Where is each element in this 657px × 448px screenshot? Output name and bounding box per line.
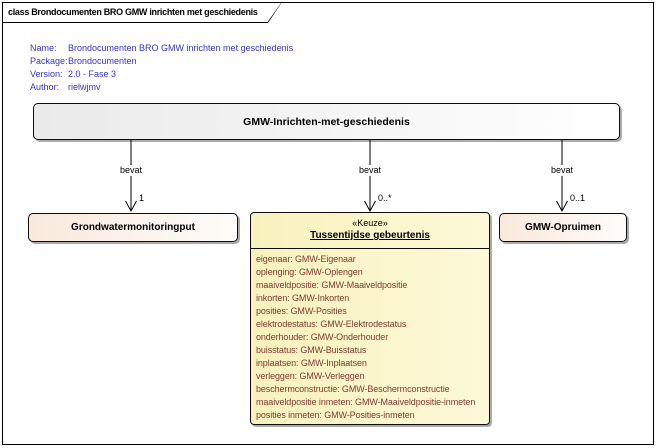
attribute-row: eigenaar: GMW-Eigenaar [256, 254, 356, 264]
attribute-row: elektrodestatus: GMW-Elektrodestatus [256, 319, 407, 329]
choice-header: «Keuze» Tussentijdse gebeurtenis [251, 213, 489, 249]
attribute-row: maaiveldpositie: GMW-Maaiveldpositie [256, 280, 408, 290]
attribute-row: buisstatus: GMW-Buisstatus [256, 345, 367, 355]
attribute-row: beschermconstructie: GMW-Beschermconstru… [256, 384, 450, 394]
connector-label-middle: bevat [356, 165, 384, 176]
class-gmw-opruimen[interactable]: GMW-Opruimen [499, 213, 627, 242]
metadata-label: Name: [30, 43, 57, 53]
attribute-row: posities: GMW-Posities [256, 306, 347, 316]
open-arrowhead-icon [556, 200, 568, 212]
stereotype-label: «Keuze» [352, 218, 388, 228]
attribute-row: oplenging: GMW-Oplengen [256, 267, 363, 277]
attribute-row: verleggen: GMW-Verleggen [256, 371, 365, 381]
class-grondwatermonitoringput[interactable]: Grondwatermonitoringput [28, 213, 238, 242]
attribute-row: maaiveldpositie inmeten: GMW-Maaiveldpos… [256, 397, 476, 407]
open-arrowhead-icon [125, 200, 137, 212]
attribute-row: inplaatsen: GMW-Inplaatsen [256, 358, 367, 368]
frame-tab: class Brondocumenten BRO GMW inrichten m… [2, 2, 282, 23]
metadata-label: Version: [30, 69, 63, 79]
metadata-row-package: Package: Brondocumenten [30, 55, 293, 68]
metadata-value: Brondocumenten BRO GMW inrichten met ges… [68, 43, 294, 53]
class-tussentijdse-gebeurtenis[interactable]: «Keuze» Tussentijdse gebeurtenis eigenaa… [250, 212, 490, 425]
attribute-row: onderhouder: GMW-Onderhouder [256, 332, 389, 342]
metadata-value: rielwjmv [68, 82, 101, 92]
frame-title: class Brondocumenten BRO GMW inrichten m… [3, 3, 281, 22]
attribute-row: posities inmeten: GMW-Posities-inmeten [256, 410, 415, 420]
diagram-metadata: Name: Brondocumenten BRO GMW inrichten m… [30, 42, 293, 94]
connector-multiplicity-left: 1 [139, 193, 145, 203]
class-name: GMW-Opruimen [525, 222, 601, 233]
class-gmw-inrichten-met-geschiedenis[interactable]: GMW-Inrichten-met-geschiedenis [33, 103, 620, 140]
open-arrowhead-icon [364, 200, 376, 212]
class-name: GMW-Inrichten-met-geschiedenis [243, 115, 410, 128]
class-name: Tussentijdse gebeurtenis [310, 230, 430, 241]
connector-label-left: bevat [117, 165, 145, 176]
metadata-row-name: Name: Brondocumenten BRO GMW inrichten m… [30, 42, 293, 55]
class-name: Grondwatermonitoringput [71, 222, 195, 233]
metadata-label: Package: [30, 56, 68, 66]
attribute-list: eigenaar: GMW-Eigenaar oplenging: GMW-Op… [251, 249, 489, 422]
metadata-row-author: Author: rielwjmv [30, 81, 293, 94]
connector-multiplicity-right: 0..1 [570, 193, 586, 203]
connector-lines [125, 140, 568, 212]
metadata-value: Brondocumenten [68, 56, 137, 66]
metadata-row-version: Version: 2.0 - Fase 3 [30, 68, 293, 81]
metadata-label: Author: [30, 82, 60, 92]
connector-label-right: bevat [548, 165, 576, 176]
connector-multiplicity-middle: 0..* [378, 193, 392, 203]
attribute-row: inkorten: GMW-Inkorten [256, 293, 350, 303]
metadata-value: 2.0 - Fase 3 [68, 69, 117, 79]
